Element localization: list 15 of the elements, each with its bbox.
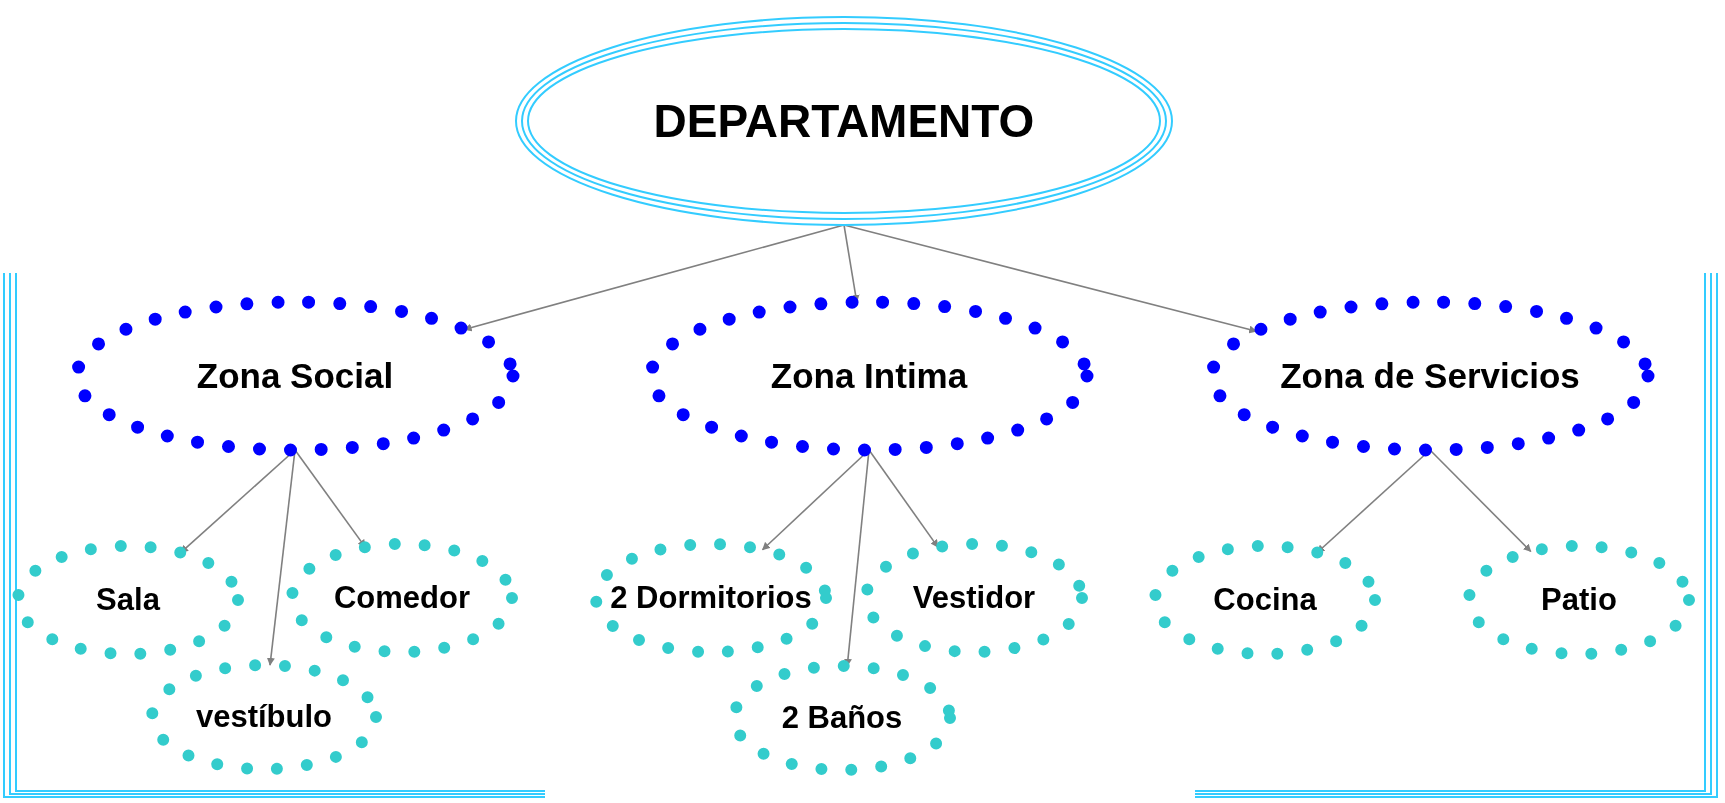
node-label: 2 Dormitorios	[610, 580, 812, 616]
arrow	[868, 449, 939, 548]
arrow	[1429, 449, 1532, 553]
node-label: vestíbulo	[195, 699, 333, 735]
node-label: Sala	[96, 582, 160, 618]
node-label: Cocina	[1213, 582, 1317, 618]
node-label: Zona Intima	[770, 355, 968, 397]
node-label: Patio	[1541, 582, 1617, 618]
arrow	[294, 449, 366, 548]
node-label: Comedor	[333, 580, 471, 616]
node-label: Vestidor	[912, 580, 1036, 616]
node-label: 2 Baños	[781, 700, 903, 736]
node-label: DEPARTAMENTO	[653, 94, 1035, 148]
node-label: Zona de Servicios	[1280, 355, 1580, 397]
node-label: Zona Social	[196, 355, 394, 397]
